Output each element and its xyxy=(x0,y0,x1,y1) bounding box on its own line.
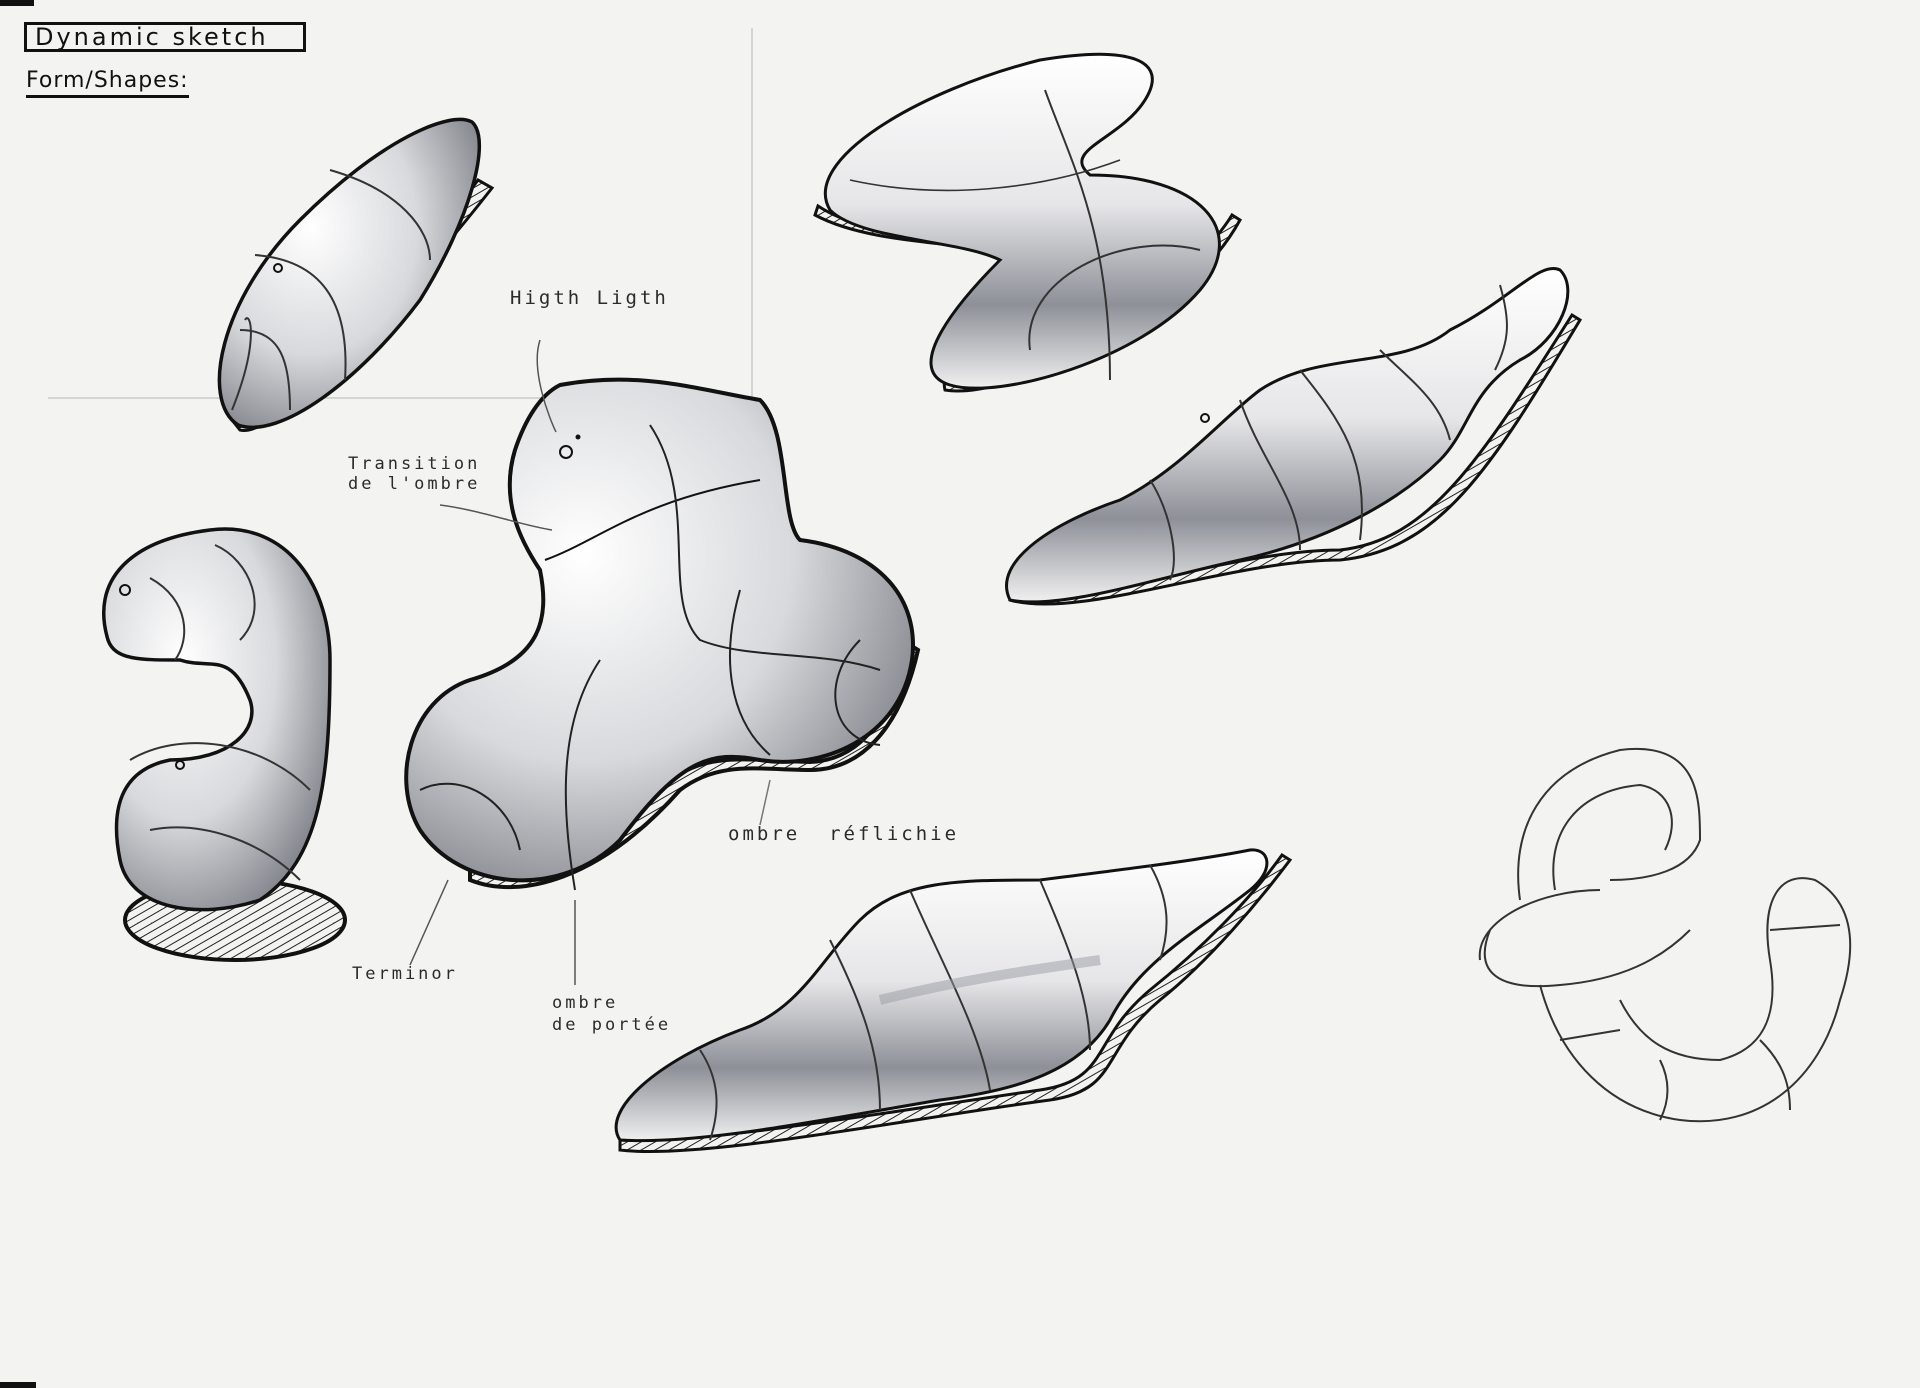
leader-transition xyxy=(439,504,553,531)
label-shadow-transition: Transition de l'ombre xyxy=(348,454,481,494)
shape-ellipsoid-pod xyxy=(217,117,495,432)
shape-elongated-tapered-form-right xyxy=(1005,267,1583,606)
shape-elongated-tapered-form-bottom xyxy=(614,848,1293,1154)
label-cast-shadow: ombre de portée xyxy=(552,993,672,1035)
label-terminator: Terminor xyxy=(352,964,458,984)
page-title: Dynamic sketch xyxy=(24,22,306,52)
leader-highlight xyxy=(536,339,557,433)
shape-coiled-tube xyxy=(1478,747,1852,1123)
label-highlight: Higth Ligth xyxy=(510,287,669,309)
shape-c-shaped-worm xyxy=(102,527,347,962)
shape-tri-lobed-form xyxy=(404,377,921,891)
leader-reflected xyxy=(759,779,771,826)
shape-pinched-ellipse xyxy=(813,52,1242,393)
leader-terminator xyxy=(409,879,449,966)
page-subtitle: Form/Shapes: xyxy=(26,68,189,98)
label-reflected-shadow: ombre réflichie xyxy=(728,823,960,845)
